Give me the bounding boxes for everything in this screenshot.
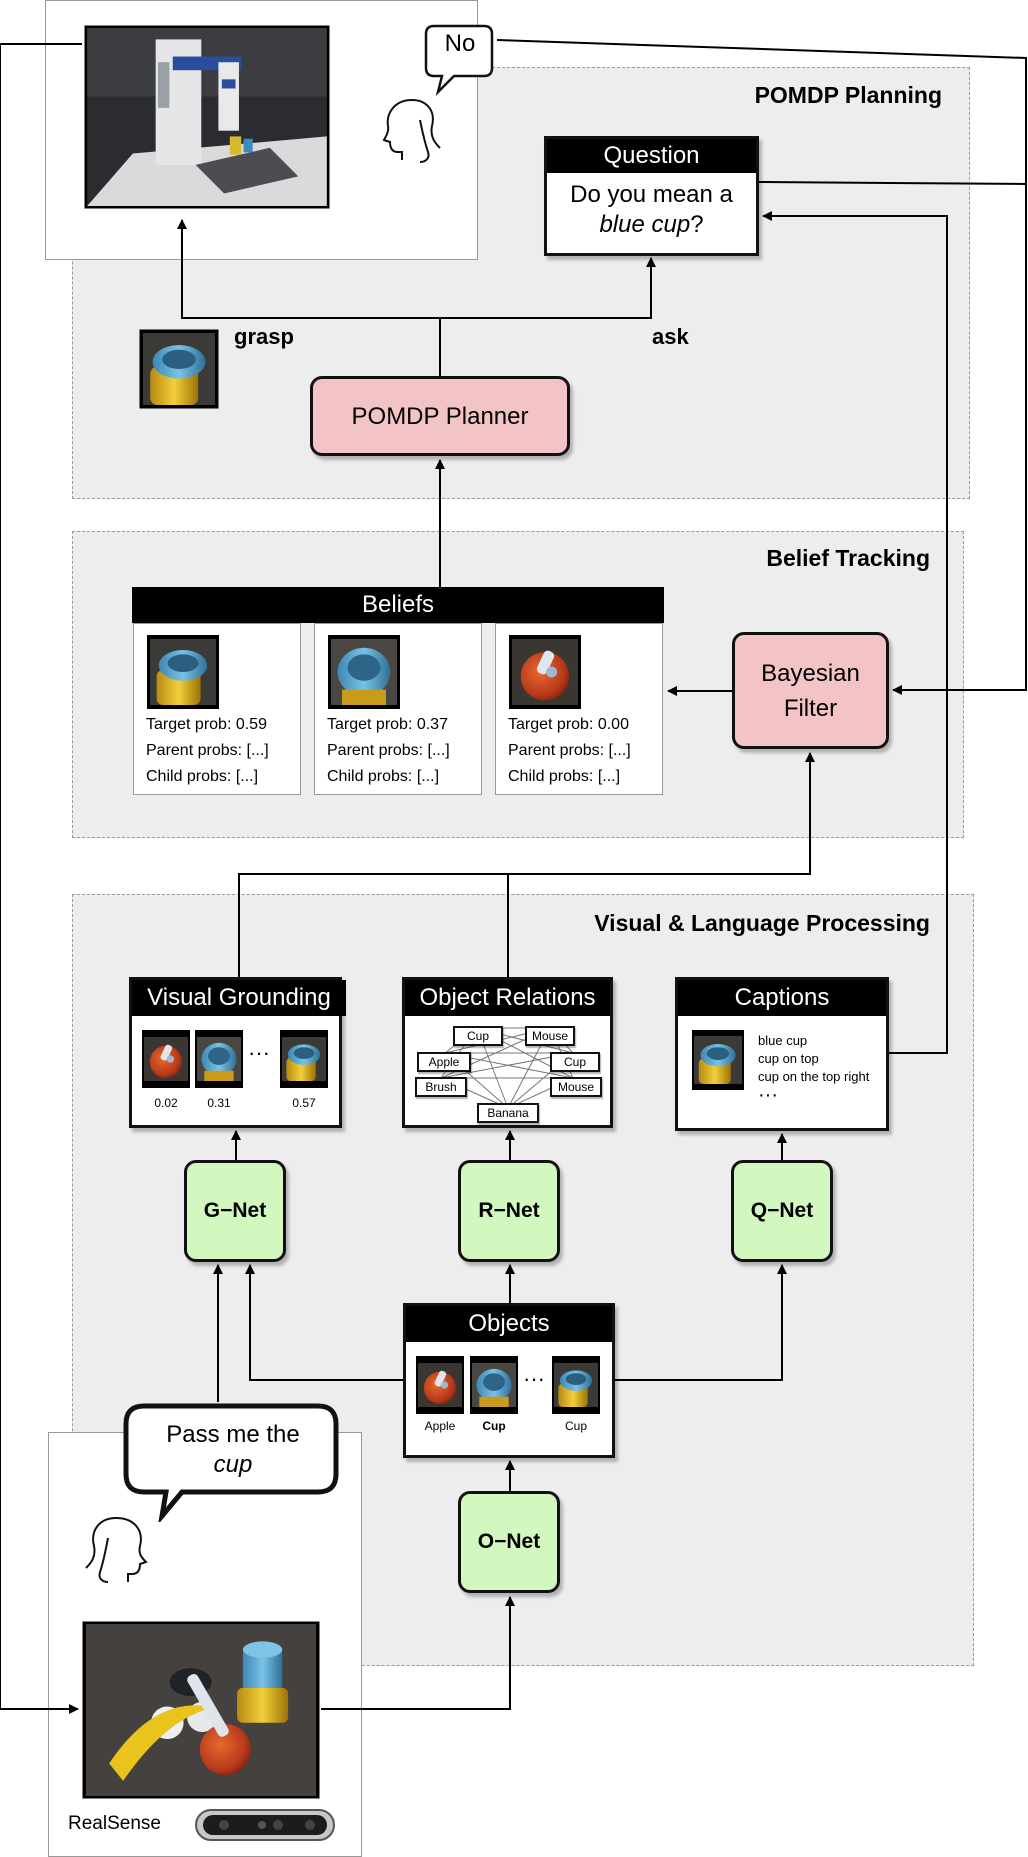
objects-ellipsis: ···	[523, 1366, 545, 1391]
objects-thumb-cup-2	[552, 1356, 600, 1414]
scene-photo	[82, 1621, 320, 1799]
belief-thumb-1	[147, 635, 219, 709]
grounding-score-2: 0.31	[207, 1096, 231, 1110]
g-net-node: G−Net	[184, 1160, 286, 1262]
captions-title: Captions	[678, 980, 886, 1016]
relation-node-banana: Banana	[477, 1103, 539, 1123]
pomdp-planner-label: POMDP Planner	[351, 402, 529, 430]
robot-photo	[84, 25, 330, 209]
o-net-label: O−Net	[477, 1530, 541, 1553]
bubble-request-line2: cup	[213, 1451, 253, 1478]
bayesian-filter-line2: Filter	[783, 694, 838, 722]
belief-card-1: Target prob: 0.59 Parent probs: [...] Ch…	[133, 623, 301, 795]
grounding-thumb-3	[280, 1030, 328, 1088]
grounding-thumb-2	[195, 1030, 243, 1088]
object-relations-box: Object Relations Cup Mouse Apple Cup Bru…	[402, 977, 613, 1128]
relation-node-brush: Brush	[415, 1077, 467, 1097]
pomdp-planner-node: POMDP Planner	[310, 376, 570, 456]
grounding-ellipsis: ···	[248, 1040, 270, 1065]
region-title-planning: POMDP Planning	[754, 82, 942, 108]
objects-thumb-apple	[416, 1356, 464, 1414]
caption-ellipsis: ···	[758, 1084, 778, 1106]
belief-text-1: Target prob: 0.59 Parent probs: [...] Ch…	[146, 712, 269, 790]
question-title: Question	[547, 139, 756, 173]
speech-bubble-request	[123, 1403, 339, 1522]
belief-card-3: Target prob: 0.00 Parent probs: [...] Ch…	[495, 623, 663, 795]
belief-target-3: Target prob: 0.00	[508, 716, 629, 733]
belief-child-2: Child probs: [...]	[327, 768, 440, 785]
objects-thumb-cup-1	[470, 1356, 518, 1414]
belief-parent-2: Parent probs: [...]	[327, 742, 450, 759]
relation-node-cup-2: Cup	[550, 1052, 600, 1072]
belief-child-3: Child probs: [...]	[508, 768, 621, 785]
person-head-icon	[382, 99, 441, 163]
belief-target-2: Target prob: 0.37	[327, 716, 448, 733]
objects-label-apple: Apple	[424, 1419, 456, 1433]
action-ask-label: ask	[652, 324, 689, 349]
grounding-score-3: 0.57	[292, 1096, 316, 1110]
caption-line-3: cup on the top right	[758, 1069, 870, 1084]
belief-text-2: Target prob: 0.37 Parent probs: [...] Ch…	[327, 712, 450, 790]
question-line1: Do you mean a	[570, 181, 733, 208]
visual-grounding-box: Visual Grounding ··· 0.02 0.31 0.57	[129, 977, 346, 1128]
objects-box: Objects ··· Apple Cup Cup	[403, 1303, 615, 1458]
q-net-node: Q−Net	[731, 1160, 833, 1262]
visual-grounding-title: Visual Grounding	[132, 980, 346, 1016]
bubble-request-line1: Pass me the	[166, 1421, 300, 1448]
bayesian-filter-line1: Bayesian	[761, 659, 860, 687]
relation-node-mouse-1: Mouse	[525, 1026, 575, 1046]
objects-label-cup-2: Cup	[564, 1419, 587, 1433]
relation-node-apple: Apple	[417, 1052, 471, 1072]
belief-card-2: Target prob: 0.37 Parent probs: [...] Ch…	[314, 623, 482, 795]
region-title-processing: Visual & Language Processing	[594, 910, 930, 936]
question-mark: ?	[690, 211, 704, 238]
grasp-target-thumb	[139, 329, 219, 409]
beliefs-header: Beliefs	[132, 587, 664, 623]
belief-thumb-3	[509, 635, 581, 709]
o-net-node: O−Net	[458, 1491, 560, 1593]
grounding-score-1: 0.02	[154, 1096, 178, 1110]
belief-parent-3: Parent probs: [...]	[508, 742, 631, 759]
bubble-text-request: Pass me the cup	[128, 1420, 338, 1480]
belief-thumb-2	[328, 635, 400, 709]
belief-target-1: Target prob: 0.59	[146, 716, 267, 733]
question-line2: blue cup?	[547, 210, 756, 240]
bayesian-filter-node: Bayesian Filter	[732, 632, 889, 749]
speech-bubble-no	[424, 24, 494, 96]
question-emphasis: blue cup	[599, 211, 691, 238]
belief-text-3: Target prob: 0.00 Parent probs: [...] Ch…	[508, 712, 631, 790]
r-net-node: R−Net	[458, 1160, 560, 1262]
captions-text: blue cup cup on top cup on the top right…	[758, 1032, 870, 1106]
captions-thumb	[692, 1030, 744, 1090]
realsense-camera-icon	[195, 1809, 335, 1841]
caption-line-1: blue cup	[758, 1033, 808, 1048]
objects-label-cup-1: Cup	[482, 1419, 506, 1433]
camera-label: RealSense	[68, 1813, 161, 1834]
objects-title: Objects	[406, 1306, 612, 1342]
captions-box: Captions blue cup cup on top cup on the …	[675, 977, 889, 1131]
g-net-label: G−Net	[203, 1199, 267, 1222]
relation-node-cup-1: Cup	[453, 1026, 503, 1046]
r-net-label: R−Net	[478, 1199, 540, 1222]
question-text: Do you mean a blue cup?	[547, 173, 756, 240]
q-net-label: Q−Net	[750, 1199, 814, 1222]
bayesian-filter-label: Bayesian Filter	[761, 656, 860, 726]
object-relations-title: Object Relations	[405, 980, 610, 1016]
question-box: Question Do you mean a blue cup?	[544, 136, 759, 256]
belief-child-1: Child probs: [...]	[146, 768, 259, 785]
region-title-belief: Belief Tracking	[766, 545, 930, 571]
person-head-icon	[85, 1517, 148, 1583]
relation-node-mouse-2: Mouse	[550, 1077, 602, 1097]
caption-line-2: cup on top	[758, 1051, 819, 1066]
grounding-thumb-1	[142, 1030, 190, 1088]
action-grasp-label: grasp	[234, 324, 294, 349]
bubble-text-no: No	[444, 30, 476, 57]
belief-parent-1: Parent probs: [...]	[146, 742, 269, 759]
